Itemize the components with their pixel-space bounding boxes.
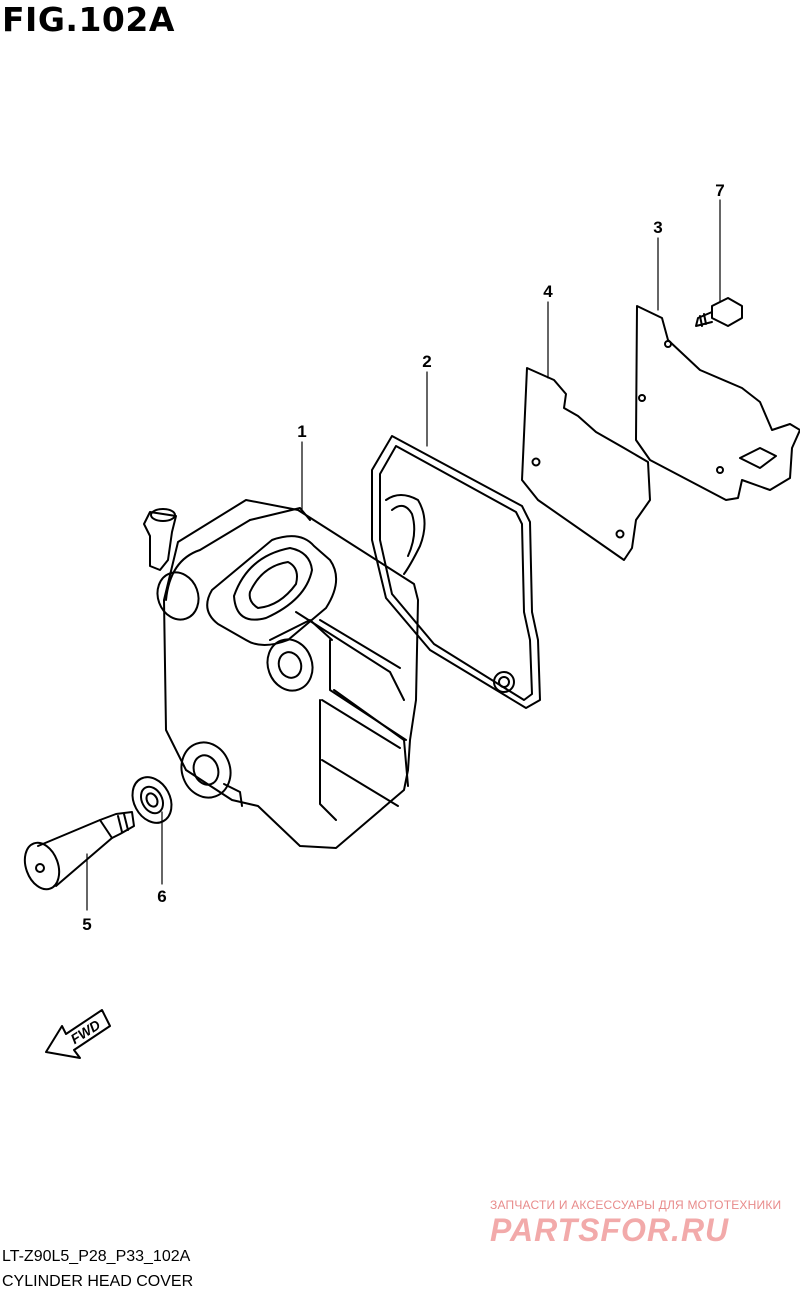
callout-1: 1 [297,422,306,441]
cover-gasket [371,435,541,709]
figure-name: CYLINDER HEAD COVER [2,1273,194,1290]
callout-2: 2 [422,352,431,371]
figure-title: FIG.102A [2,0,175,39]
sealing-washer [131,776,173,824]
callout-6: 6 [157,887,166,906]
callout-3: 3 [653,218,662,237]
figure-code: LT-Z90L5_P28_P33_102A [2,1248,191,1265]
gasket-plate [521,367,651,561]
leader-lines [86,199,721,911]
callout-5: 5 [82,915,91,934]
cylinder-head-cover [143,499,419,849]
fwd-arrow [45,1009,111,1059]
watermark-brand: PARTSFOR.RU [490,1212,730,1248]
watermark-tagline: ЗАПЧАСТИ И АКСЕССУАРЫ ДЛЯ МОТОТЕХНИКИ [490,1198,782,1212]
bracket-plate [635,305,800,501]
bolt [695,297,743,327]
flange-bolt [23,811,135,891]
callout-4: 4 [543,282,553,301]
callout-7: 7 [715,181,724,200]
